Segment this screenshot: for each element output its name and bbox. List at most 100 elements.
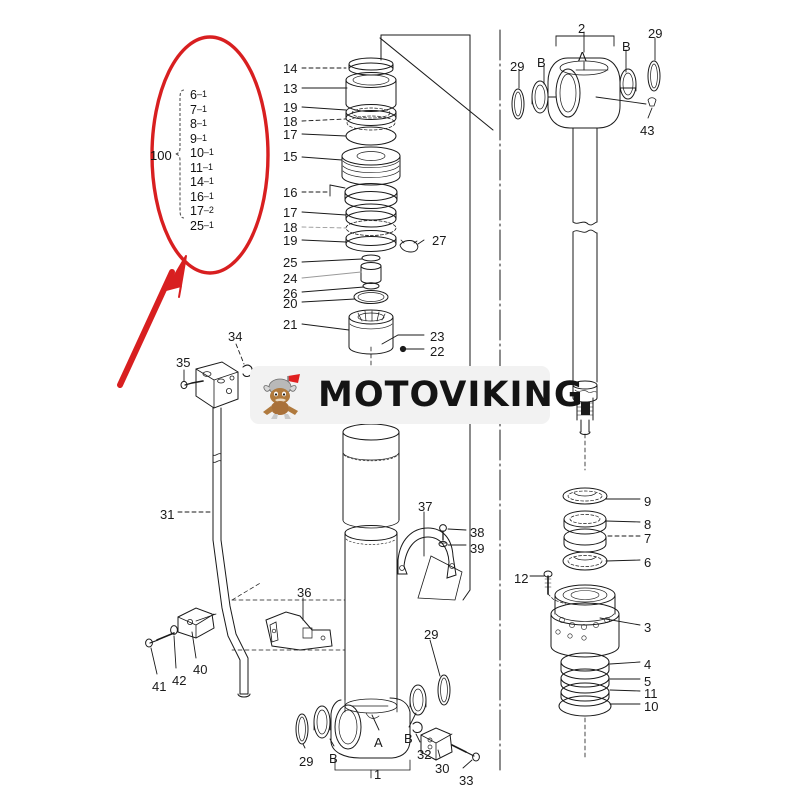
part-label-10: 10 [644,699,659,714]
kit-item: 9–1 [190,132,207,146]
part-label-19: 19 [283,233,298,248]
part-label-5: 5 [644,674,652,689]
part-label-33: 33 [459,773,474,788]
part-label-32: 32 [417,747,432,762]
part-label-17: 17 [283,205,298,220]
part-label-12: 12 [514,571,529,586]
right-rod-assembly [511,57,661,761]
kit-item-part: 6 [190,88,197,102]
part-label-37: 37 [418,499,433,514]
part-label-17: 17 [283,127,298,142]
kit-item-qty: –1 [202,161,213,172]
part-label-31: 31 [160,507,175,522]
kit-item: 8–1 [190,117,207,131]
part-label-14: 14 [283,61,298,76]
watermark-text: MOTOVIKING [318,375,584,415]
part-label-29: 29 [648,26,663,41]
part-label-27: 27 [432,233,447,248]
part-label-3: 3 [644,620,652,635]
kit-item: 14–1 [190,175,214,189]
part-label-22: 22 [430,344,445,359]
kit-item-qty: –1 [203,190,214,201]
part-label-7: 7 [644,531,652,546]
drawing-linework [145,29,661,779]
part-label-25: 25 [283,255,298,270]
kit-item-part: 14 [190,175,204,189]
bracket-36 [231,581,346,651]
part-label-A: A [374,735,383,750]
part-label-29: 29 [299,754,314,769]
kit-item-qty: –1 [196,103,207,114]
part-label-2: 2 [578,21,586,36]
part-label-15: 15 [283,149,298,164]
part-label-9: 9 [644,494,652,509]
part-label-24: 24 [283,271,298,286]
part-label-21: 21 [283,317,298,332]
kit-item: 7–1 [190,103,207,117]
viking-mascot-icon [258,370,312,420]
part-label-41: 41 [152,679,167,694]
watermark: MOTOVIKING [250,366,583,424]
leader-lines-center-lower [302,511,473,769]
leader-lines-top-right [518,31,656,119]
kit-item: 10–1 [190,146,214,160]
part-label-A: A [578,49,587,64]
part-label-29: 29 [424,627,439,642]
kit-item-part: 16 [190,189,204,204]
part-label-B: B [329,751,338,766]
leader-lines-left [150,343,304,675]
kit-item-qty: –1 [196,118,207,128]
kit-item-qty: –1 [196,89,207,99]
part-label-26: 26 [283,286,298,301]
part-label-B: B [537,55,546,70]
leader-lines-right [529,498,641,705]
part-label-18: 18 [283,114,298,129]
kit-item-part: 9 [190,131,197,146]
part-label-20: 20 [283,296,298,311]
kit-item-part: 7 [190,102,197,117]
red-annotation [117,35,270,388]
part-label-13: 13 [283,81,298,96]
part-label-29: 29 [510,59,525,74]
part-label-19: 19 [283,100,298,115]
clamp-bracket-37 [397,524,463,601]
kit-item-qty: –1 [203,147,214,157]
part-label-35: 35 [176,355,191,370]
kit-number: 100 [150,148,172,163]
part-label-30: 30 [435,761,450,776]
kit-item-qty: –1 [203,176,214,186]
kit-item-qty: –2 [203,205,214,215]
center-cylinder-tubes [342,423,400,701]
bottom-eye-assembly [295,674,480,779]
kit-item: 6–1 [190,88,207,102]
kit-item-part: 25 [190,218,204,233]
kit-item: 11–1 [190,161,213,175]
part-label-43: 43 [640,123,655,138]
kit-item: 25–1 [190,219,214,233]
kit-item-part: 11 [190,160,203,175]
kit-item: 17–2 [190,204,214,218]
kit-item-part: 10 [190,146,204,160]
control-rod-assembly [145,361,253,698]
part-label-6: 6 [644,555,652,570]
part-label-38: 38 [470,525,485,540]
part-label-1: 1 [374,767,382,782]
center-seal-stack [341,57,419,405]
kit-item-part: 17 [190,204,204,218]
part-label-8: 8 [644,517,652,532]
part-label-40: 40 [193,662,208,677]
kit-item-qty: –1 [203,219,214,230]
part-label-11: 11 [644,686,658,701]
part-label-23: 23 [430,329,445,344]
part-label-B: B [622,39,631,54]
part-label-42: 42 [172,673,187,688]
kit-item: 16–1 [190,190,214,204]
kit-bracket [174,89,185,219]
part-label-B: B [404,731,413,746]
part-label-18: 18 [283,220,298,235]
part-label-39: 39 [470,541,485,556]
part-label-16: 16 [283,185,298,200]
leader-lines-center-upper [301,67,425,350]
